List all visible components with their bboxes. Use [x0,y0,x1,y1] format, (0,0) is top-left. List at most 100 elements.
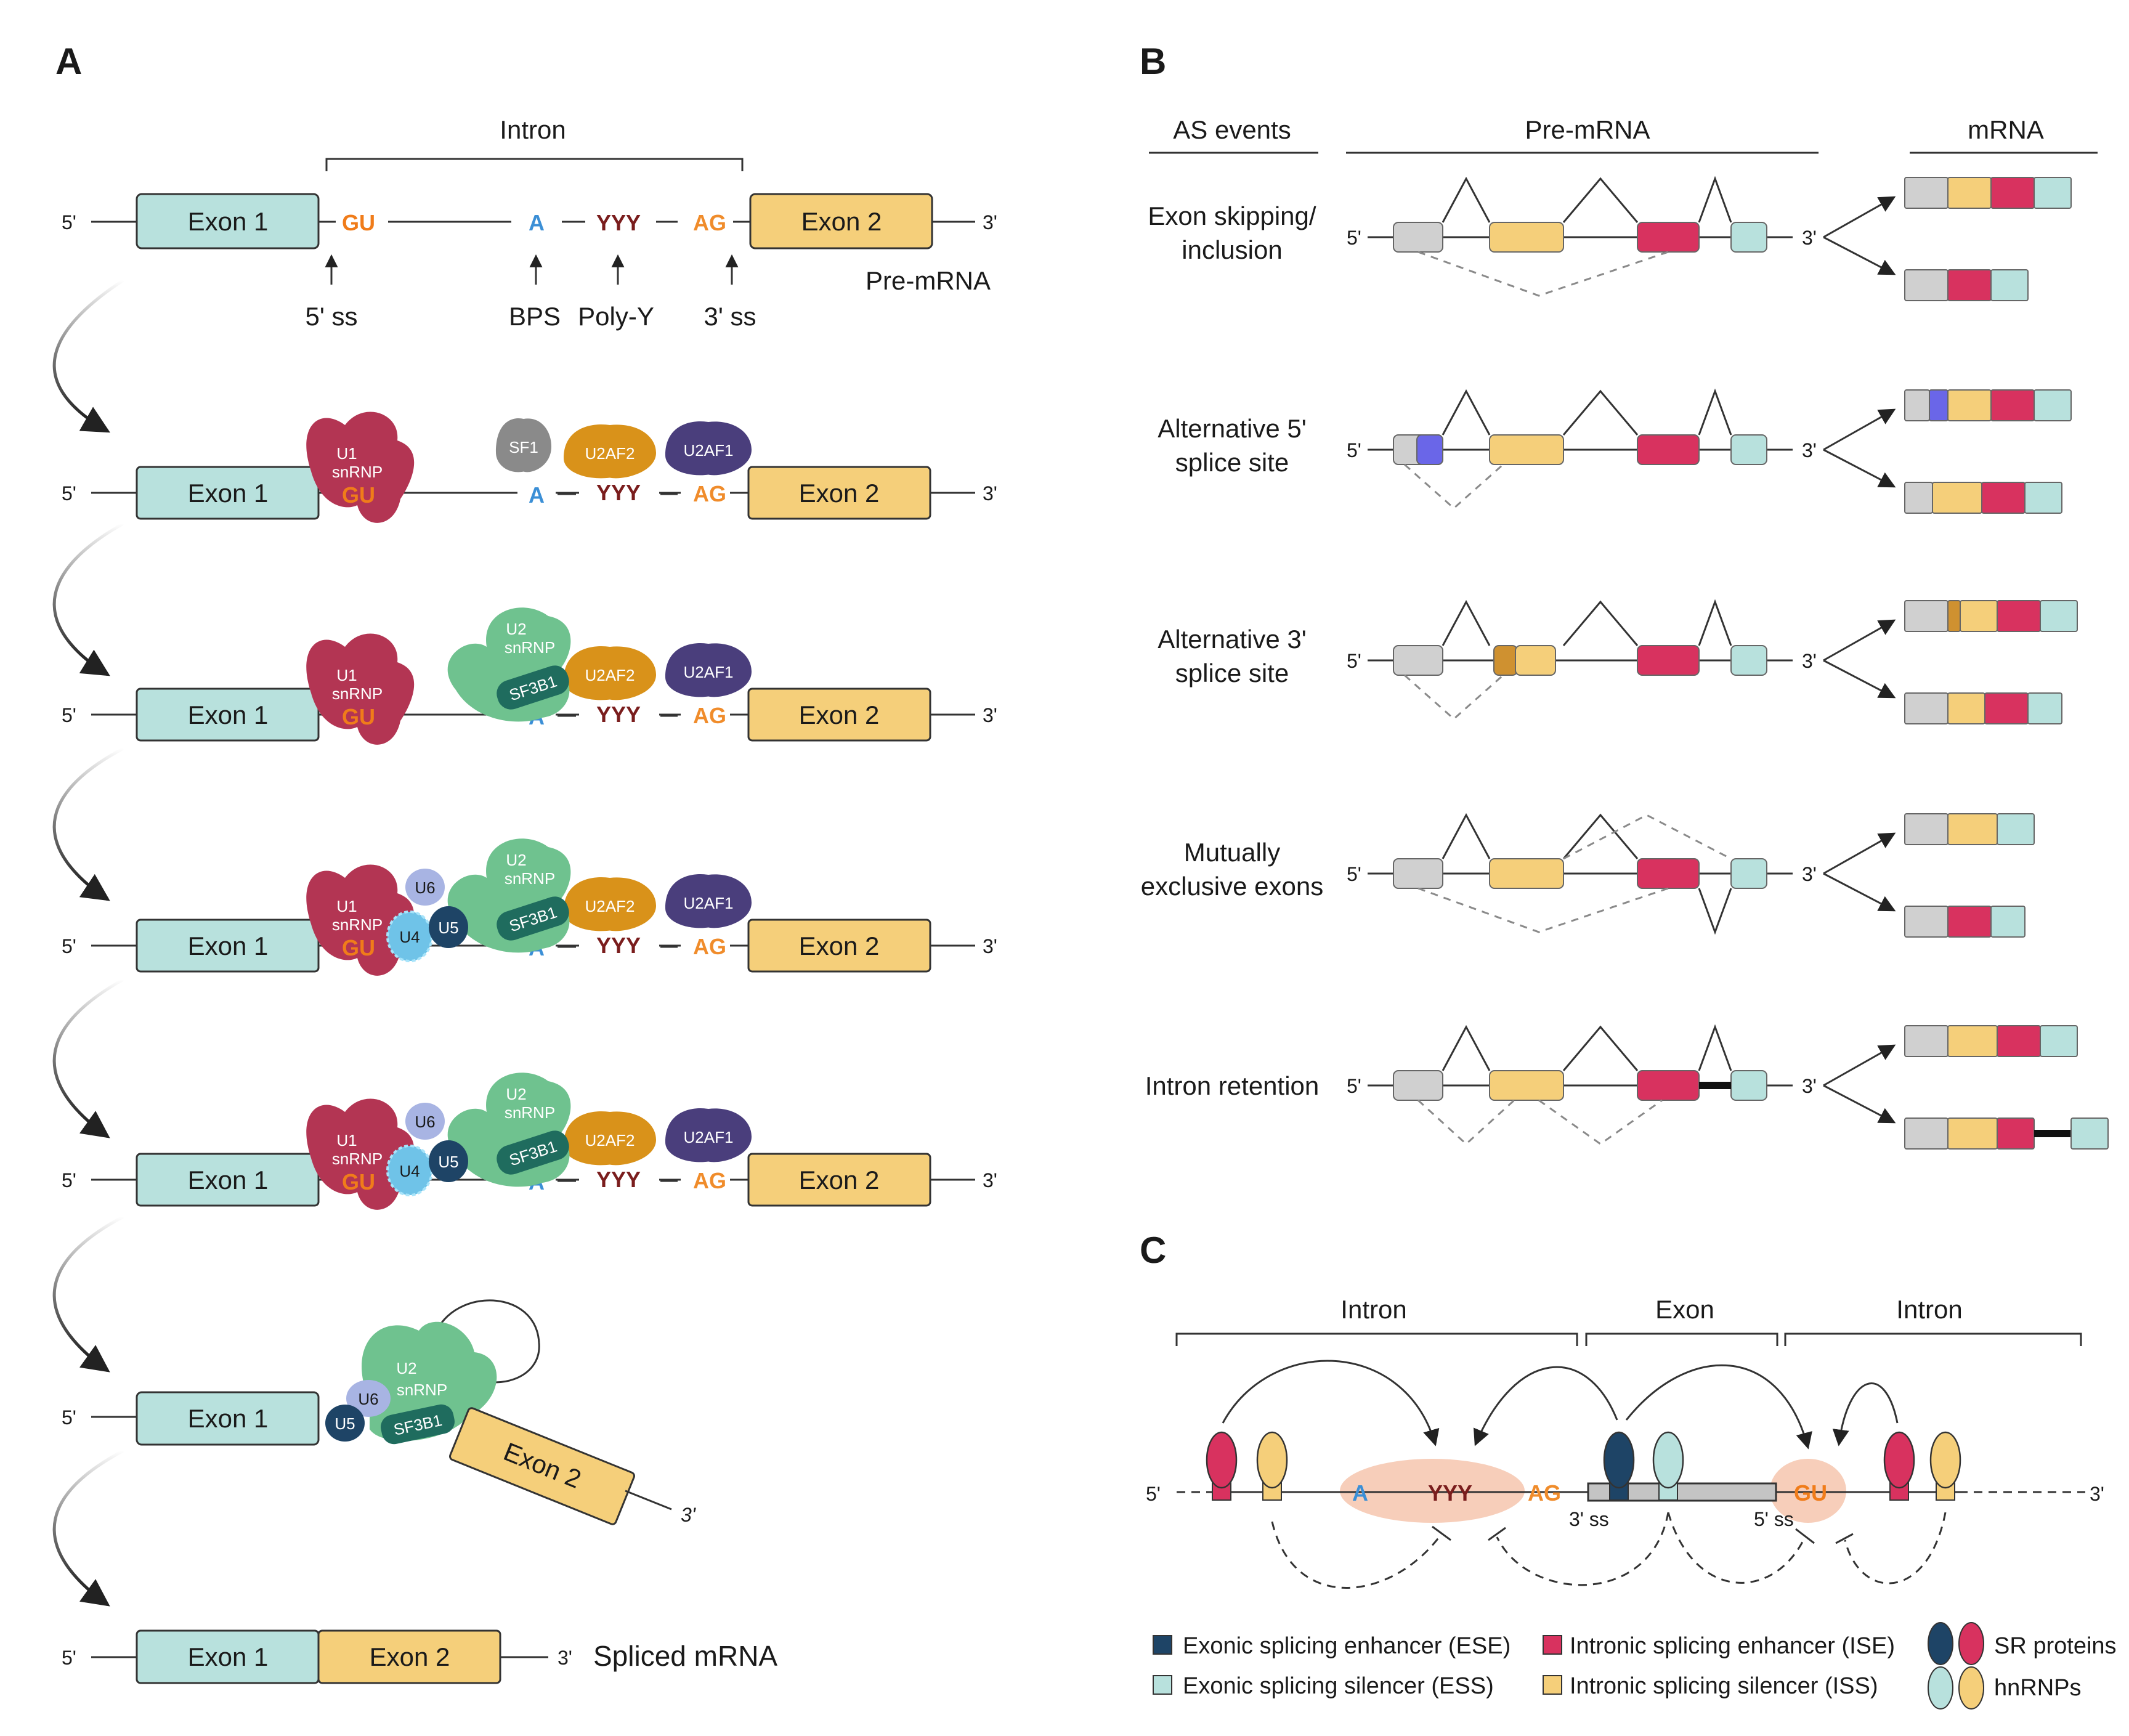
ag-seq: AG [693,210,726,235]
branch-a-step: A [529,482,545,508]
b-five-prime: 5' [1347,227,1361,249]
u2af1-label: U2AF1 [684,894,734,912]
three-prime-lariat: 3' [681,1504,697,1526]
mrna-product-2 [1904,906,2026,938]
mrna-segment [1997,813,2035,845]
mrna-product-2 [1904,482,2062,514]
spliced-exon-1-label: Exon 1 [188,1642,269,1671]
five-prime-label-lariat: 5' [62,1406,76,1429]
mrna-segment [1984,692,2029,724]
b-five-prime: 5' [1347,863,1361,885]
alt-3ss-extension [1493,645,1518,676]
legend-ise-swatch [1543,1635,1562,1655]
mrna-segment [2027,692,2062,724]
u2af2-label: U2AF2 [585,666,635,684]
panel-a: A Intron 5' Exon 1 GU A YYY AG Exon 2 3'… [52,41,997,1684]
poly-y-step: YYY [596,933,641,958]
exon-1-step-label: Exon 1 [188,700,269,729]
u2-lariat-label: U2 [396,1359,416,1377]
lariat-loop [430,1299,540,1384]
b-three-prime: 3' [1802,863,1817,885]
u1-label: U1 [336,897,357,915]
u2-snrnp-lariat [362,1321,497,1441]
mrna-segment [1947,906,1992,938]
u6-label: U6 [415,878,435,897]
u2af1 [665,421,752,476]
exon-1-step-label: Exon 1 [188,931,269,960]
c-ise-right [1883,1431,1915,1501]
ag-step: AG [693,934,726,959]
mrna-segment [2040,600,2078,632]
legend-ese-swatch [1153,1635,1172,1655]
inhibition-arcs [1271,1512,1947,1589]
five-prime-step: 5' [62,482,76,505]
u1-snrnp [306,412,415,523]
u2-label: U2 [506,620,526,638]
mrna-segment [1990,906,2026,938]
mrna-segment [1904,177,1949,209]
five-prime-step: 5' [62,1169,76,1191]
step-arrows [52,278,124,1607]
exon-1-lariat [136,1391,320,1446]
pre-exon-red [1637,858,1700,889]
mrna-segment [1904,813,1949,845]
pre-exon-middle [1489,858,1564,889]
mrna-product-1 [1904,600,2078,632]
gu-step: GU [342,1169,375,1195]
u5 [429,906,468,948]
three-prime-label: 3' [983,211,997,233]
three-prime-step: 3' [983,482,997,505]
ise-right-activation-arrow [1832,1382,1899,1446]
poly-y: YYY [596,210,641,235]
header-as-events: AS events [1173,115,1291,144]
panel-c: C Intron Exon Intron 5' 3' A YYY AG GU 3… [1140,1230,2117,1710]
mrna-product-2 [1904,1117,2109,1150]
c-yyy: YYY [1428,1480,1472,1506]
mrna-segment [1947,813,1998,845]
poly-y-step: YYY [596,480,641,505]
u2af1-label: U2AF1 [684,1128,734,1146]
pre-exon-middle [1515,645,1556,676]
u2-label-2: snRNP [505,1103,555,1122]
sf1 [496,418,551,473]
u6-lariat-label: U6 [358,1390,378,1408]
five-prime-step: 5' [62,704,76,726]
as-event-label: Exon skipping/ [1148,201,1316,230]
b-three-prime: 3' [1802,650,1817,672]
u2af2-label: U2AF2 [585,897,635,915]
poly-y-step: YYY [596,702,641,727]
u2af2 [564,646,656,700]
c-iss-left [1256,1431,1288,1501]
exon-2-step-label: Exon 2 [799,931,880,960]
header-mrna: mRNA [1968,115,2044,144]
spliced-mrna-label: Spliced mRNA [593,1640,777,1672]
legend-iss: Intronic splicing silencer (ISS) [1570,1673,1878,1699]
legend-ise: Intronic splicing enhancer (ISE) [1570,1633,1895,1659]
as-event-label: Alternative 3' [1158,625,1306,654]
u6-label: U6 [415,1113,435,1131]
mrna-segment [1997,1025,2041,1057]
u2af1 [665,643,752,697]
ese-activation-arrow-left [1473,1366,1618,1446]
five-prime-label: 5' [62,211,76,233]
mrna-product-1 [1904,177,2072,209]
u5-lariat [325,1405,365,1442]
mrna-product-1 [1904,1025,2078,1057]
u6-lariat [346,1380,391,1417]
exon-1-lariat-label: Exon 1 [188,1404,269,1433]
region-intron-1: Intron [1340,1295,1406,1324]
header-pre-mrna: Pre-mRNA [1525,115,1650,144]
mrna-segment [1990,177,2035,209]
mrna-segment [1904,692,1949,724]
u2-label: U2 [506,1085,526,1103]
pre-exon-constitutive-2 [1730,645,1767,676]
pre-exon-constitutive-1 [1393,858,1443,889]
three-prime-step: 3' [983,704,997,726]
u2af1-label: U2AF1 [684,663,734,681]
gu-halo [1770,1459,1846,1523]
mrna-segment [1947,269,1992,301]
